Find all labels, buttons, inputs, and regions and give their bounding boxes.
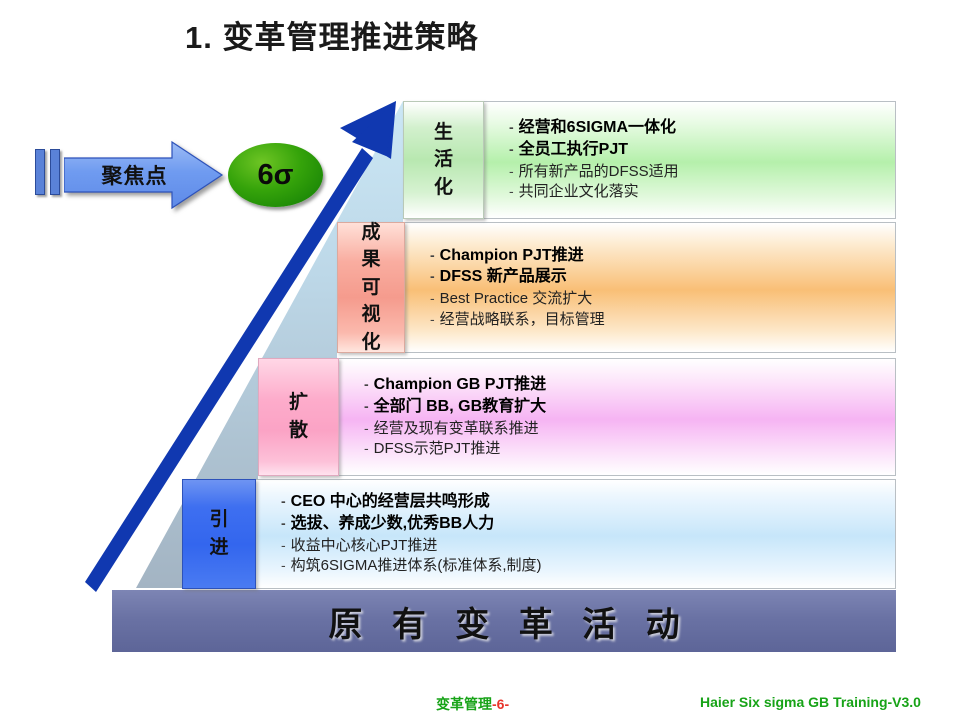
- tier-label-2: 成果可视化: [337, 222, 405, 353]
- footer-left: 变革管理-6-: [436, 694, 509, 714]
- bullet-dash: -: [430, 310, 435, 327]
- tier-label-4-char-1: 引: [209, 509, 229, 531]
- bullet-text: 经营及现有变革联系推进: [373, 419, 539, 437]
- bullet-item: -全部门 BB, GB教育扩大: [364, 396, 895, 418]
- tier-body-1: -经营和6SIGMA一体化 -全员工执行PJT -所有新产品的DFSS适用 -共…: [482, 101, 896, 219]
- focus-widget: 聚焦点 6σ: [30, 140, 330, 210]
- tier-label-3-char-1: 扩: [288, 392, 308, 414]
- tier-label-3-char-2: 散: [288, 420, 308, 441]
- tier-label-2-char-1: 成: [361, 221, 381, 243]
- sigma-label: 6σ: [257, 158, 294, 191]
- bullet-item: -Champion GB PJT推进: [364, 375, 895, 397]
- focus-arrow-label: 聚焦点: [101, 165, 168, 188]
- tier-body-2: -Champion PJT推进 -DFSS 新产品展示 -Best Practi…: [403, 222, 896, 353]
- green-ellipse-icon: 6σ: [228, 143, 323, 207]
- bullet-dash: -: [281, 536, 286, 553]
- tier-label-1-char-2: 活: [433, 149, 453, 171]
- tier-body-4: -CEO 中心的经营层共鸣形成 -选拔、养成少数,优秀BB人力 -收益中心核心P…: [254, 479, 896, 589]
- tier-label-1: 生活化: [403, 101, 484, 219]
- bullet-dash: -: [509, 119, 514, 136]
- bullet-text: Champion GB PJT推进: [373, 376, 547, 394]
- bullet-item: -共同企业文化落实: [509, 182, 895, 203]
- tier-row-1: 生活化 -经营和6SIGMA一体化 -全员工执行PJT -所有新产品的DFSS适…: [403, 101, 896, 219]
- bullet-text: 经营战略联系，目标管理: [439, 310, 605, 328]
- tier-body-3: -Champion GB PJT推进 -全部门 BB, GB教育扩大 -经营及现…: [337, 358, 896, 476]
- bullet-item: -构筑6SIGMA推进体系(标准体系,制度): [281, 556, 895, 577]
- bullet-dash: -: [364, 419, 369, 436]
- bullet-item: -所有新产品的DFSS适用: [509, 161, 895, 182]
- tier-label-3: 扩散: [258, 358, 339, 476]
- bullet-dash: -: [430, 268, 435, 285]
- bullet-dash: -: [281, 557, 286, 574]
- bullet-text: CEO 中心的经营层共鸣形成: [290, 493, 490, 511]
- bullet-dash: -: [281, 493, 286, 510]
- right-arrow-icon: [64, 140, 224, 210]
- bullet-text: DFSS示范PJT推进: [373, 440, 501, 458]
- footer-left-text: 变革管理: [436, 696, 492, 712]
- footer-page-number: -6-: [492, 696, 510, 712]
- bullet-dash: -: [364, 397, 369, 414]
- tier-label-2-char-5: 化: [361, 331, 381, 353]
- bullet-text: Champion PJT推进: [439, 246, 584, 264]
- tier-label-2-char-3: 可: [361, 276, 381, 298]
- bottom-band: 原 有 变 革 活 动: [112, 590, 896, 652]
- bottom-band-label: 原 有 变 革 活 动: [328, 605, 690, 644]
- bullet-text: 全部门 BB, GB教育扩大: [373, 397, 547, 415]
- bullet-item: -收益中心核心PJT推进: [281, 535, 895, 556]
- bullet-item: -经营战略联系，目标管理: [430, 309, 895, 330]
- bullet-dash: -: [364, 376, 369, 393]
- bullet-dash: -: [281, 514, 286, 531]
- bullet-text: 构筑6SIGMA推进体系(标准体系,制度): [290, 557, 542, 575]
- tier-row-3: 扩散 -Champion GB PJT推进 -全部门 BB, GB教育扩大 -经…: [258, 358, 896, 476]
- bullet-dash: -: [509, 183, 514, 200]
- bullet-dash: -: [430, 290, 435, 307]
- tick-bar-icon: [35, 149, 45, 195]
- bullet-text: DFSS 新产品展示: [439, 268, 567, 286]
- bullet-dash: -: [364, 440, 369, 457]
- bullet-text: 选拔、养成少数,优秀BB人力: [290, 514, 495, 532]
- tier-row-4: 引进 -CEO 中心的经营层共鸣形成 -选拔、养成少数,优秀BB人力 -收益中心…: [182, 479, 896, 589]
- bullet-dash: -: [509, 162, 514, 179]
- bullet-item: -DFSS示范PJT推进: [364, 439, 895, 460]
- tier-label-1-char-1: 生: [433, 121, 453, 143]
- page-title: 1. 变革管理推进策略: [185, 20, 479, 55]
- bullet-item: -经营及现有变革联系推进: [364, 418, 895, 439]
- bullet-item: -CEO 中心的经营层共鸣形成: [281, 492, 895, 514]
- tier-label-1-char-3: 化: [433, 176, 453, 198]
- tier-label-2-char-2: 果: [361, 249, 381, 271]
- bullet-item: -Champion PJT推进: [430, 245, 895, 267]
- footer-right: Haier Six sigma GB Training-V3.0: [700, 694, 921, 710]
- bullet-item: -Best Practice 交流扩大: [430, 289, 895, 310]
- tier-label-4: 引进: [182, 479, 256, 589]
- bullet-dash: -: [509, 140, 514, 157]
- bullet-text: 全员工执行PJT: [518, 140, 629, 158]
- bullet-text: 共同企业文化落实: [518, 183, 639, 201]
- tier-label-4-char-2: 进: [209, 537, 229, 558]
- bullet-text: 经营和6SIGMA一体化: [518, 119, 677, 137]
- tier-row-2: 成果可视化 -Champion PJT推进 -DFSS 新产品展示 -Best …: [337, 222, 896, 353]
- bullet-text: Best Practice 交流扩大: [439, 290, 593, 308]
- tick-bar-icon: [50, 149, 60, 195]
- bullet-item: -全员工执行PJT: [509, 139, 895, 161]
- bullet-dash: -: [430, 246, 435, 263]
- bullet-text: 收益中心核心PJT推进: [290, 536, 438, 554]
- bullet-text: 所有新产品的DFSS适用: [518, 162, 679, 180]
- bullet-item: -经营和6SIGMA一体化: [509, 118, 895, 140]
- tier-label-2-char-4: 视: [361, 304, 381, 326]
- bullet-item: -选拔、养成少数,优秀BB人力: [281, 513, 895, 535]
- bullet-item: -DFSS 新产品展示: [430, 267, 895, 289]
